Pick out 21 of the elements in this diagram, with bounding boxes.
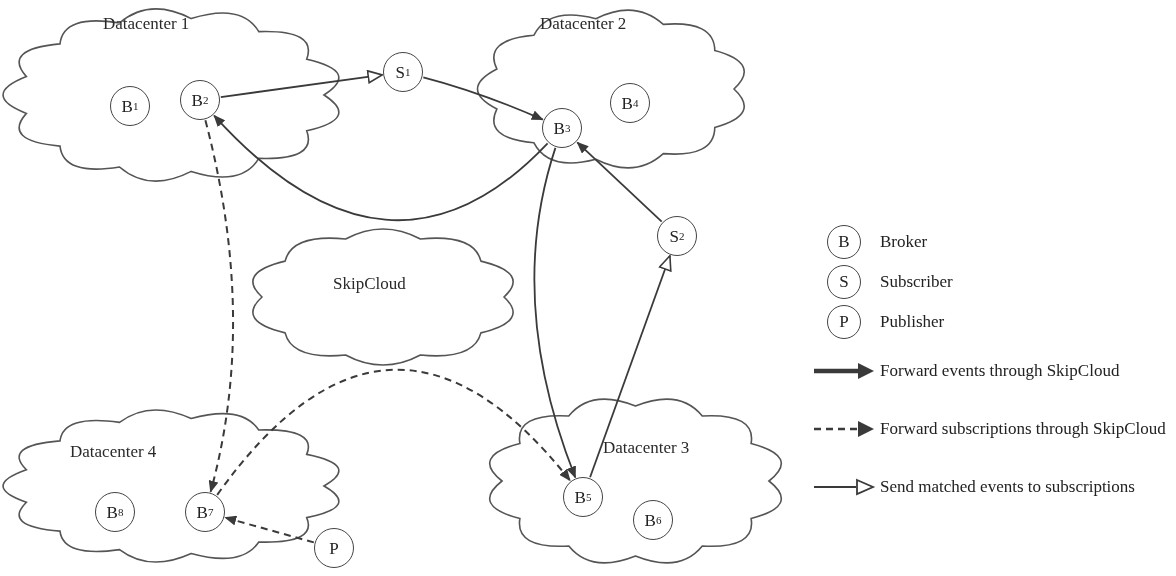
legend-text: Subscriber bbox=[880, 272, 954, 292]
legend-text: Forward subscriptions through SkipCloud bbox=[880, 419, 1167, 439]
arrow bbox=[204, 119, 234, 493]
cloud-label: Datacenter 1 bbox=[103, 14, 190, 34]
arrow bbox=[213, 114, 549, 221]
cloud-label: Datacenter 2 bbox=[540, 14, 627, 34]
cloud-label: SkipCloud bbox=[333, 274, 406, 294]
legend-text: Send matched events to subscriptions bbox=[880, 477, 1136, 497]
arrow bbox=[216, 368, 571, 496]
legend-text: Forward events through SkipCloud bbox=[880, 361, 1121, 381]
cloud-label: Datacenter 3 bbox=[603, 438, 690, 458]
arrow bbox=[224, 515, 315, 544]
legend-text: Broker bbox=[880, 232, 929, 252]
arrow bbox=[533, 147, 577, 479]
arrow bbox=[219, 70, 384, 98]
node-circle: P bbox=[314, 528, 354, 568]
legend-text: Publisher bbox=[880, 312, 946, 332]
arrow bbox=[576, 141, 663, 223]
cloud-label: Datacenter 4 bbox=[70, 442, 157, 462]
arrow bbox=[422, 76, 544, 121]
arrow bbox=[589, 254, 672, 479]
